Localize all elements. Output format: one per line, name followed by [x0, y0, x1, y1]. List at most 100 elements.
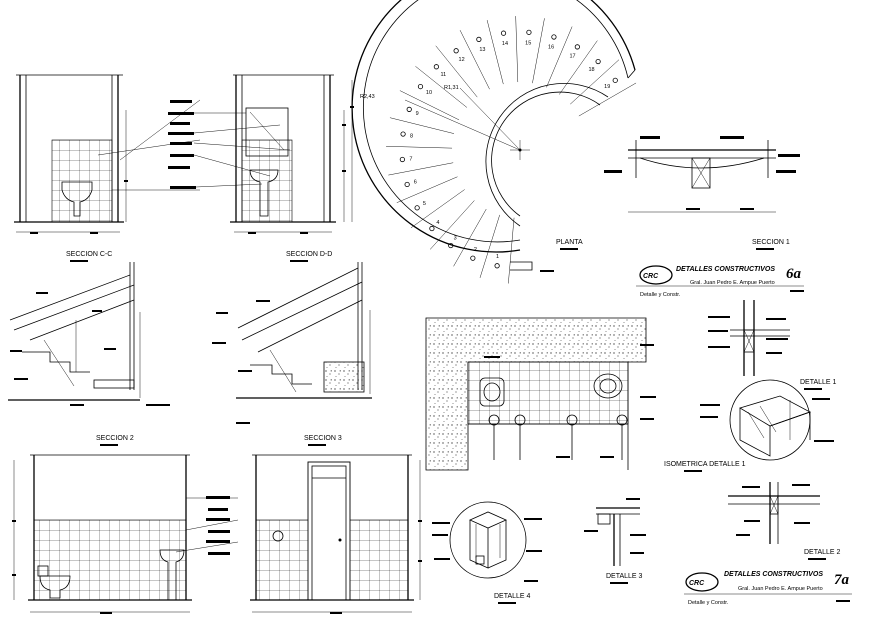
- stair-tread-line: [415, 66, 468, 108]
- stair-step-marker: [476, 36, 482, 42]
- stair-step-marker: [404, 181, 410, 188]
- seccion-cc-title: SECCION C-C: [66, 251, 112, 258]
- stair-step-number: 1: [496, 254, 499, 260]
- stair-radius-inner: R1,31: [444, 85, 459, 91]
- stair-step-number: 17: [569, 54, 575, 60]
- stair-tread-line: [486, 20, 504, 85]
- seccion-2-title: SECCION 2: [96, 435, 134, 442]
- stair-step-number: 9: [416, 111, 419, 117]
- title-block-7a-subtitle: Detalle y Constr.: [688, 600, 729, 606]
- title-block-6a: CRC DETALLES CONSTRUCTIVOS 6a Detalle y …: [636, 265, 804, 298]
- stair-step-marker: [551, 34, 557, 40]
- title-block-7a-sheet: 7a: [834, 572, 850, 588]
- stair-step-number: 13: [479, 47, 485, 53]
- stair-step-number: 14: [502, 41, 508, 47]
- seccion-dd-title: SECCION D-D: [286, 251, 332, 258]
- stair-step-marker: [574, 44, 580, 50]
- stair-step-marker: [414, 205, 420, 211]
- seccion-dd-drawing: [230, 74, 354, 234]
- stair-radius-outer: R2,43: [360, 94, 375, 100]
- detalle-3-drawing: DETALLE 3: [584, 498, 646, 584]
- planta-title: PLANTA: [556, 239, 583, 246]
- stair-step-number: 7: [409, 157, 412, 163]
- seccion-3-drawing: SECCION 3: [212, 262, 372, 446]
- stair-tread-line: [435, 45, 478, 98]
- bath-elevation-left: [12, 454, 239, 614]
- stair-tread-line: [559, 40, 598, 95]
- stair-step-number: 2: [474, 247, 477, 253]
- seccion-cc-drawing: [14, 74, 201, 234]
- stair-tread-line: [578, 82, 637, 117]
- stair-tread-line: [429, 200, 475, 250]
- stair-tread-line: [570, 59, 620, 105]
- stair-step-number: 5: [423, 201, 426, 207]
- stair-step-marker: [494, 263, 500, 269]
- isometrica-detalle-1-drawing: ISOMETRICA DETALLE 1: [664, 379, 834, 472]
- stair-step-marker: [417, 83, 424, 90]
- stair-step-number: 18: [588, 67, 594, 73]
- stair-tread-line: [389, 117, 455, 134]
- isometrica-detalle-1-title: ISOMETRICA DETALLE 1: [664, 461, 746, 468]
- seccion-3-title: SECCION 3: [304, 435, 342, 442]
- stair-tread-line: [546, 26, 573, 88]
- stair-tread-line: [386, 146, 453, 149]
- stair-tread-line: [508, 217, 515, 284]
- stair-step-number: 12: [459, 57, 465, 63]
- stair-step-marker: [448, 242, 454, 249]
- detalle-2-drawing: DETALLE 2: [728, 482, 841, 560]
- stair-step-marker: [433, 64, 439, 70]
- stair-tread-line: [479, 214, 500, 278]
- stair-tread-line: [388, 162, 454, 176]
- stair-step-number: 10: [426, 90, 432, 96]
- stair-tread-line: [532, 18, 545, 84]
- upper-section-titles: SECCION C-C SECCION D-D: [66, 251, 332, 262]
- title-block-7a: CRC DETALLES CONSTRUCTIVOS 7a Detalle y …: [684, 571, 852, 606]
- stair-step-marker: [406, 106, 412, 112]
- stair-tread-line: [459, 30, 490, 90]
- title-block-6a-title: DETALLES CONSTRUCTIVOS: [676, 266, 775, 273]
- title-block-7a-title: DETALLES CONSTRUCTIVOS: [724, 571, 823, 578]
- stair-step-marker: [470, 255, 476, 261]
- bathroom-plan: [425, 317, 656, 471]
- stair-step-number: 4: [436, 220, 439, 226]
- title-block-7a-project: Gral. Juan Pedro E. Ampue Puerto: [738, 586, 823, 592]
- seccion-1-drawing: SECCION 1: [604, 136, 800, 250]
- stair-tread-line: [399, 90, 460, 121]
- stair-step-marker: [429, 225, 435, 232]
- stair-step-number: 11: [440, 72, 446, 78]
- stair-step-marker: [400, 131, 406, 137]
- stair-tread-line: [515, 16, 519, 83]
- stair-step-marker: [399, 156, 405, 163]
- stair-step-marker: [453, 48, 459, 54]
- bath-elevation-right: [250, 454, 422, 614]
- detalle-4-title: DETALLE 4: [494, 593, 531, 600]
- title-block-7a-logo: CRC: [689, 580, 705, 587]
- stair-labels: R2,43 R1,31 PLANTA: [360, 85, 583, 272]
- stair-step-marker: [595, 58, 601, 65]
- title-block-6a-logo: CRC: [643, 273, 659, 280]
- detalle-2-title: DETALLE 2: [804, 549, 841, 556]
- stair-step-number: 3: [454, 235, 457, 241]
- stair-tread-line: [453, 208, 487, 267]
- stair-step-number: 16: [548, 45, 554, 51]
- stair-step-number: 8: [410, 133, 413, 139]
- stair-step-number: 15: [525, 40, 531, 46]
- seccion-2-drawing: SECCION 2: [8, 262, 170, 446]
- title-block-6a-subtitle: Detalle y Constr.: [640, 292, 681, 298]
- stair-step-number: 19: [604, 84, 610, 90]
- title-block-6a-sheet: 6a: [786, 266, 802, 282]
- detalle-4-drawing: DETALLE 4: [432, 501, 542, 604]
- title-block-6a-project: Gral. Juan Pedro E. Ampue Puerto: [690, 280, 775, 286]
- stair-tread-line: [396, 176, 458, 203]
- detalle-1-title: DETALLE 1: [800, 379, 837, 386]
- stair-step-number: 6: [414, 180, 417, 186]
- stair-step-marker: [526, 29, 532, 35]
- planta-spiral-stair: [351, 0, 636, 271]
- bath-elevation-leader-labels: [206, 496, 230, 555]
- stair-step-marker: [500, 30, 507, 36]
- detalle-1-drawing: DETALLE 1: [708, 300, 837, 390]
- seccion-1-title: SECCION 1: [752, 239, 790, 246]
- stair-tread-line: [410, 189, 465, 229]
